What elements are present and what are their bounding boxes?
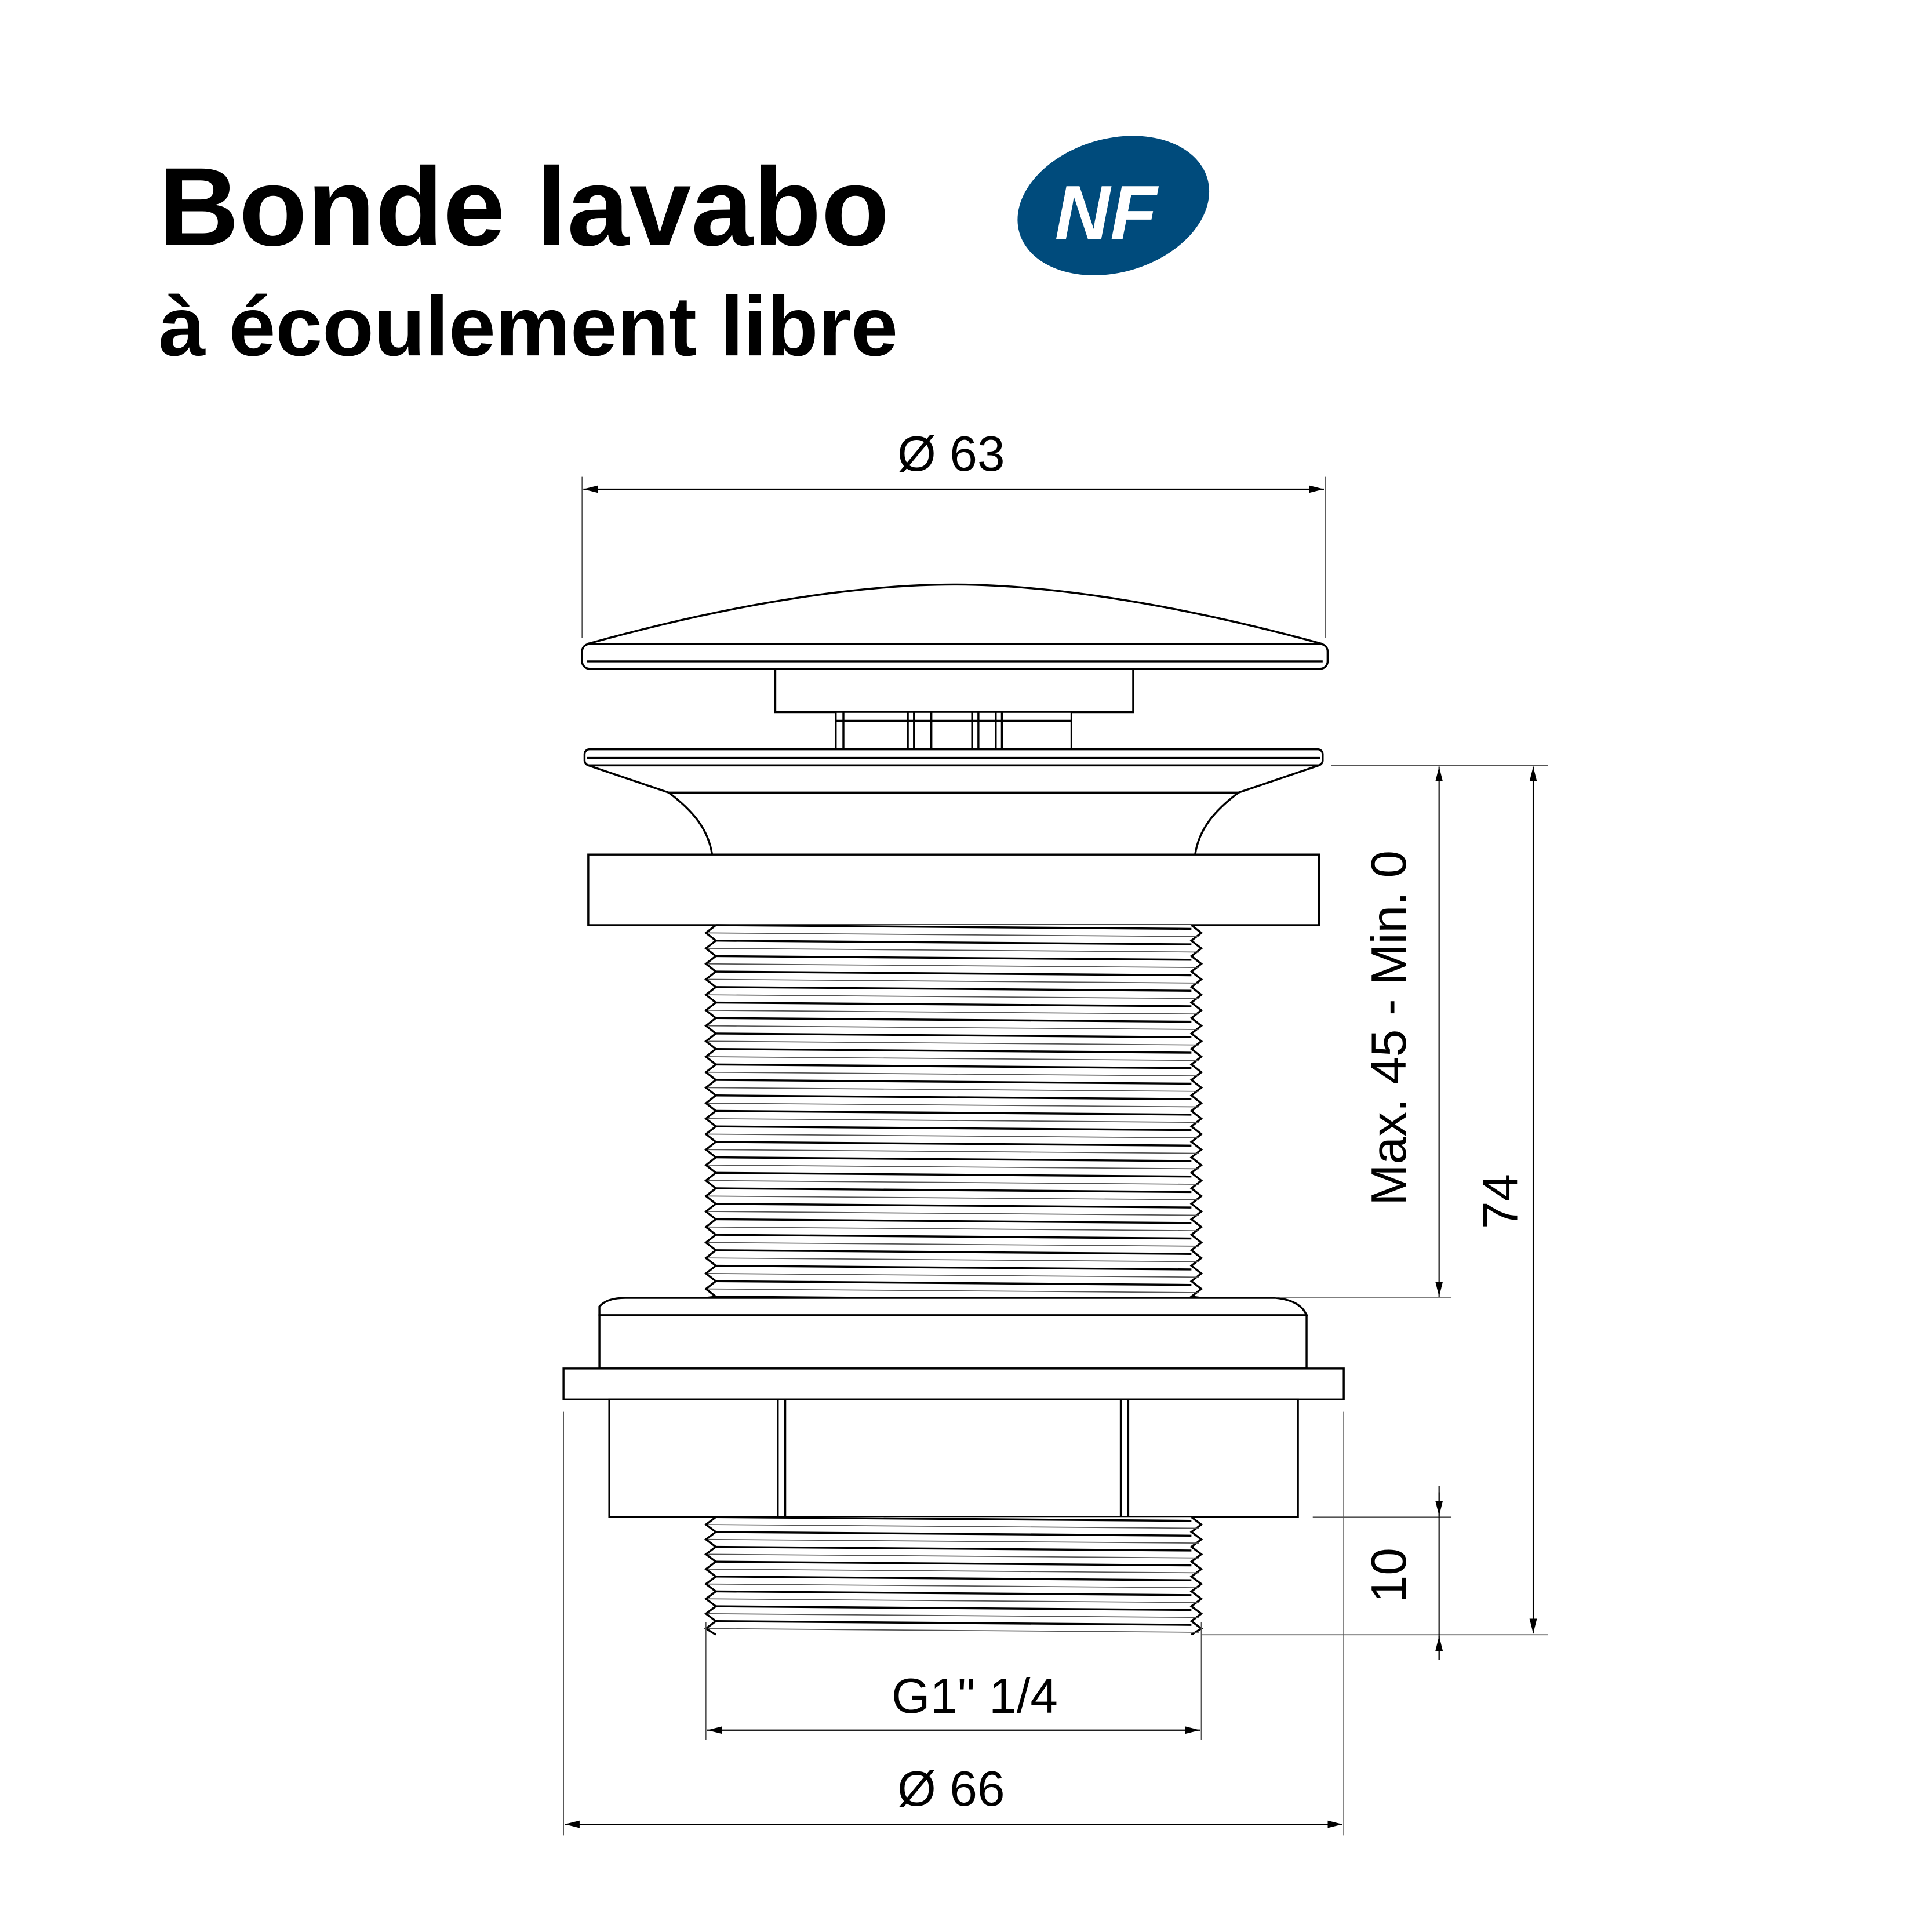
thread-root xyxy=(708,1569,1199,1574)
thread-root xyxy=(708,1071,1199,1076)
upper-thread xyxy=(704,924,1203,1302)
thread-root xyxy=(708,1040,1199,1046)
dim-clamping-range-label: Max. 45 - Min. 0 xyxy=(1362,850,1417,1206)
thread-edge-left xyxy=(704,924,719,1299)
thread-crest xyxy=(715,1171,1192,1178)
lower-collar xyxy=(598,1314,1308,1370)
thread-crest xyxy=(715,986,1192,992)
thread-root xyxy=(708,1598,1199,1603)
thread-root xyxy=(708,1242,1199,1247)
dim-cap-diameter: Ø 63 xyxy=(581,427,1326,638)
upper-nut xyxy=(587,853,1320,926)
thread-root xyxy=(708,1613,1199,1618)
lower-thread xyxy=(704,1516,1203,1636)
thread-crest xyxy=(715,1576,1192,1581)
thread-crest xyxy=(715,1280,1192,1286)
cap-stem xyxy=(774,668,1134,714)
thread-root xyxy=(708,1288,1199,1293)
thread-crest xyxy=(715,1001,1192,1007)
thread-crest xyxy=(715,939,1192,945)
thread-root xyxy=(708,1211,1199,1216)
thread-root xyxy=(708,1195,1199,1200)
thread-crest xyxy=(715,1590,1192,1596)
thread-root xyxy=(708,994,1199,999)
collar xyxy=(598,1297,1308,1316)
thread-root xyxy=(708,932,1199,937)
thread-crest xyxy=(715,1156,1192,1162)
thread-crest xyxy=(715,1516,1192,1522)
cap-dome xyxy=(587,583,1323,645)
thread-edge-right xyxy=(1189,924,1203,1299)
thread-body xyxy=(705,1517,1202,1635)
thread-crest xyxy=(715,1560,1192,1567)
thread-crest xyxy=(715,1203,1192,1209)
thread-crest xyxy=(715,1141,1192,1147)
rib-block xyxy=(835,711,1072,750)
thread-crest xyxy=(715,1047,1192,1054)
dim-base-diameter-label: Ø 66 xyxy=(897,1762,1005,1817)
thread-crest xyxy=(715,1249,1192,1255)
thread-crest xyxy=(715,1234,1192,1240)
thread-root xyxy=(708,1553,1199,1559)
thread-root xyxy=(708,1538,1199,1544)
thread-root xyxy=(708,1087,1199,1092)
thread-root xyxy=(708,1103,1199,1108)
thread-crest xyxy=(715,1079,1192,1085)
dim-thread-spec: G1" 1/4 xyxy=(705,1622,1202,1740)
dim-total-height-label: 74 xyxy=(1473,1174,1528,1229)
thread-root xyxy=(708,1133,1199,1138)
washer xyxy=(562,1367,1345,1400)
cap-rim xyxy=(581,643,1329,670)
thread-root xyxy=(708,1524,1199,1529)
thread-crest xyxy=(715,1218,1192,1224)
thread-root xyxy=(708,1025,1199,1030)
dim-thread-spec-label: G1" 1/4 xyxy=(892,1669,1058,1724)
thread-crest xyxy=(715,1264,1192,1271)
thread-root xyxy=(708,948,1199,953)
thread-root xyxy=(708,1010,1199,1015)
thread-root xyxy=(708,963,1199,969)
dim-thread-length-label: 10 xyxy=(1362,1548,1417,1603)
thread-root xyxy=(708,1149,1199,1154)
title: Bonde lavabo xyxy=(158,144,889,269)
dim-thread-length: 10 xyxy=(1201,1486,1548,1660)
dim-base-diameter: Ø 66 xyxy=(563,1411,1344,1836)
thread-crest xyxy=(715,1187,1192,1194)
thread-root xyxy=(708,1118,1199,1123)
thread-root xyxy=(708,978,1199,984)
thread-crest xyxy=(715,955,1192,961)
thread-crest xyxy=(715,1109,1192,1116)
thread-crest xyxy=(715,1531,1192,1537)
thread-root xyxy=(708,1628,1199,1633)
thread-crest xyxy=(715,1545,1192,1552)
nf-logo-text: NF xyxy=(1055,170,1159,256)
flange-body xyxy=(588,764,1319,856)
subtitle: à écoulement libre xyxy=(158,279,898,373)
thread-crest xyxy=(715,924,1192,930)
thread-root xyxy=(708,1056,1199,1061)
thread-crest xyxy=(715,1032,1192,1039)
thread-crest xyxy=(715,1620,1192,1626)
lower-nut xyxy=(608,1398,1299,1518)
drain-illustration xyxy=(562,583,1345,1636)
thread-crest xyxy=(715,1063,1192,1069)
thread-root xyxy=(708,1226,1199,1232)
thread-root xyxy=(708,1583,1199,1588)
thread-crest xyxy=(715,970,1192,977)
thread-root xyxy=(708,1180,1199,1185)
thread-crest xyxy=(715,1125,1192,1131)
stem-ribs xyxy=(835,711,1072,750)
dim-total-height: 74 xyxy=(1473,766,1537,1634)
dim-clamping-range: Max. 45 - Min. 0 xyxy=(1275,765,1548,1298)
thread-edge-right xyxy=(1189,1516,1203,1636)
thread-root xyxy=(708,1257,1199,1262)
nf-logo: NF xyxy=(1017,136,1210,275)
thread-crest xyxy=(715,1094,1192,1100)
thread-root xyxy=(708,1165,1199,1170)
thread-crest xyxy=(715,1605,1192,1611)
thread-root xyxy=(708,1273,1199,1278)
thread-crest xyxy=(715,1017,1192,1023)
dim-cap-diameter-label: Ø 63 xyxy=(897,427,1005,482)
